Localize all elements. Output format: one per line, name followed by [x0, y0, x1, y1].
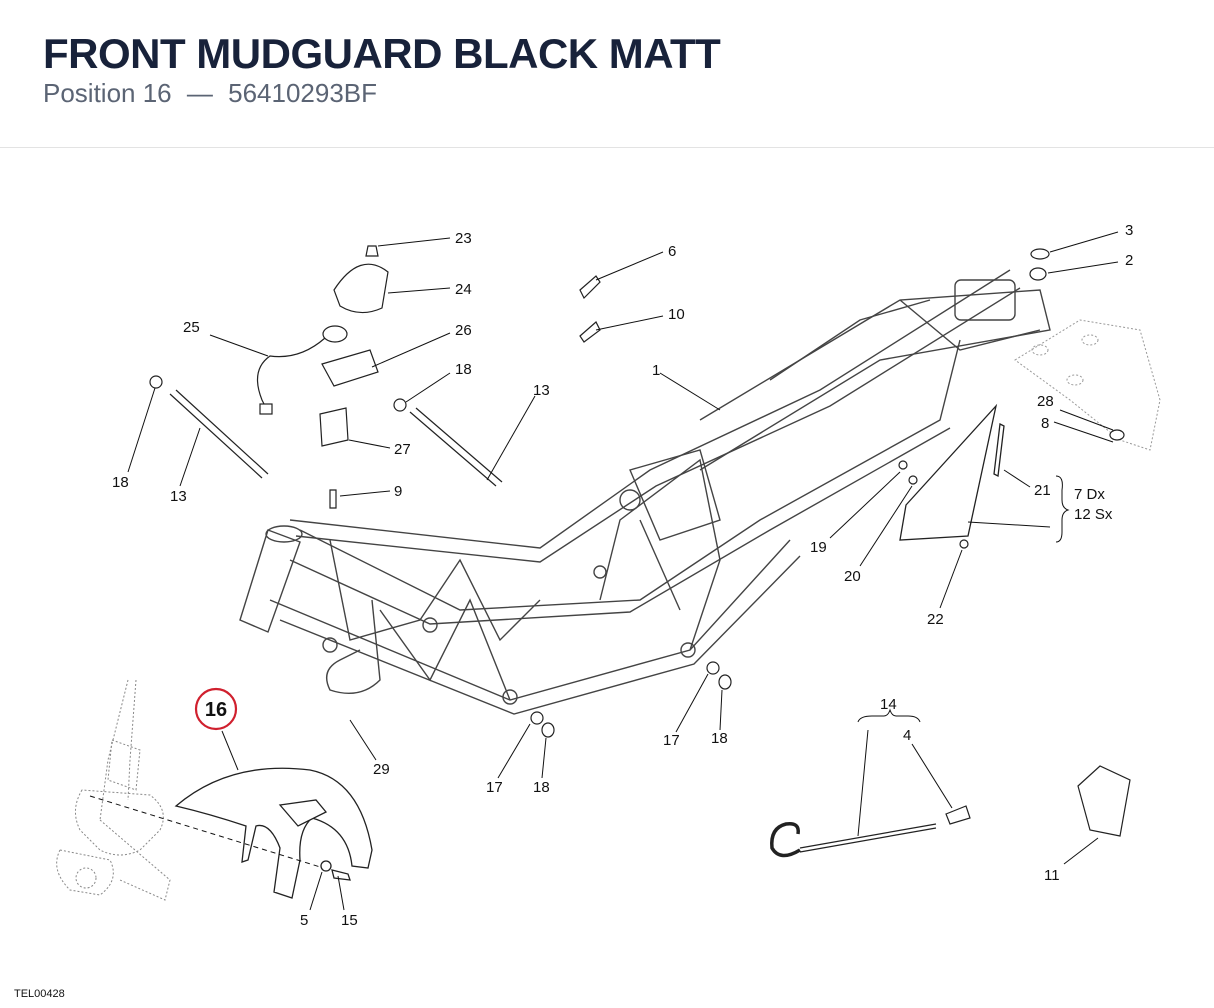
long-bolts [169, 389, 503, 487]
callout-1: 1 [652, 362, 660, 379]
title-separator: — [186, 78, 213, 108]
mudguard-screw [331, 869, 351, 881]
callout-27: 27 [394, 441, 411, 458]
callout-18-far-left: 18 [112, 474, 129, 491]
position-label: Position 16 [43, 78, 172, 108]
callout-13-left: 13 [170, 488, 187, 505]
exploded-parts-diagram: 1 2 3 4 5 6 8 9 10 11 13 13 14 15 17 17 … [0, 148, 1214, 1003]
callout-6: 6 [668, 243, 676, 260]
main-frame[interactable] [239, 269, 1051, 715]
callout-3: 3 [1125, 222, 1133, 239]
callout-14: 14 [880, 696, 897, 713]
callout-19: 19 [810, 539, 827, 556]
frame-exploded-view: 1 2 3 4 5 6 8 9 10 11 13 13 14 15 17 17 … [56, 222, 1161, 929]
front-mudguard[interactable] [89, 767, 373, 899]
throttle-cable [770, 821, 937, 858]
tail-fairing-ghost [1014, 319, 1161, 451]
callout-17-right: 17 [663, 732, 680, 749]
sensor-cable [256, 325, 348, 415]
callout-labels: 1 2 3 4 5 6 8 9 10 11 13 13 14 15 17 17 … [112, 222, 1133, 929]
side-label-dx: 7 Dx [1074, 486, 1105, 503]
page-title: FRONT MUDGUARD BLACK MATT [43, 30, 721, 77]
callout-13-center: 13 [533, 382, 550, 399]
callout-21: 21 [1034, 482, 1051, 499]
callout-10: 10 [668, 306, 685, 323]
callout-16: 16 [205, 699, 227, 721]
callout-20: 20 [844, 568, 861, 585]
leader-lines [127, 231, 1119, 911]
side-panel[interactable] [899, 403, 1005, 541]
callout-18-bottom: 18 [533, 779, 550, 796]
callout-28: 28 [1037, 393, 1054, 410]
callout-2: 2 [1125, 252, 1133, 269]
callout-18-top: 18 [455, 361, 472, 378]
callout-25: 25 [183, 319, 200, 336]
callout-24: 24 [455, 281, 472, 298]
callout-8: 8 [1041, 415, 1049, 432]
mudguard-washer [320, 860, 332, 872]
callout-23: 23 [455, 230, 472, 247]
callout-4: 4 [903, 727, 911, 744]
side-label-sx: 12 Sx [1074, 506, 1113, 523]
highlighted-callout-16[interactable]: 16 [194, 687, 238, 731]
callout-15: 15 [341, 912, 358, 929]
callout-11: 11 [1044, 867, 1060, 884]
page-subtitle: Position 16 — 56410293BF [43, 78, 377, 109]
callout-29: 29 [373, 761, 390, 778]
callout-9: 9 [394, 483, 402, 500]
callout-5: 5 [300, 912, 308, 929]
page-header: FRONT MUDGUARD BLACK MATT Position 16 — … [0, 0, 1214, 148]
callout-18-right: 18 [711, 730, 728, 747]
front-fork-ghost [56, 679, 171, 901]
part-number: 56410293BF [228, 78, 378, 108]
drawing-code: TEL00428 [14, 988, 65, 1000]
hardware-parts [149, 245, 1131, 837]
callout-17-left: 17 [486, 779, 503, 796]
callout-22: 22 [927, 611, 944, 628]
callout-26: 26 [455, 322, 472, 339]
